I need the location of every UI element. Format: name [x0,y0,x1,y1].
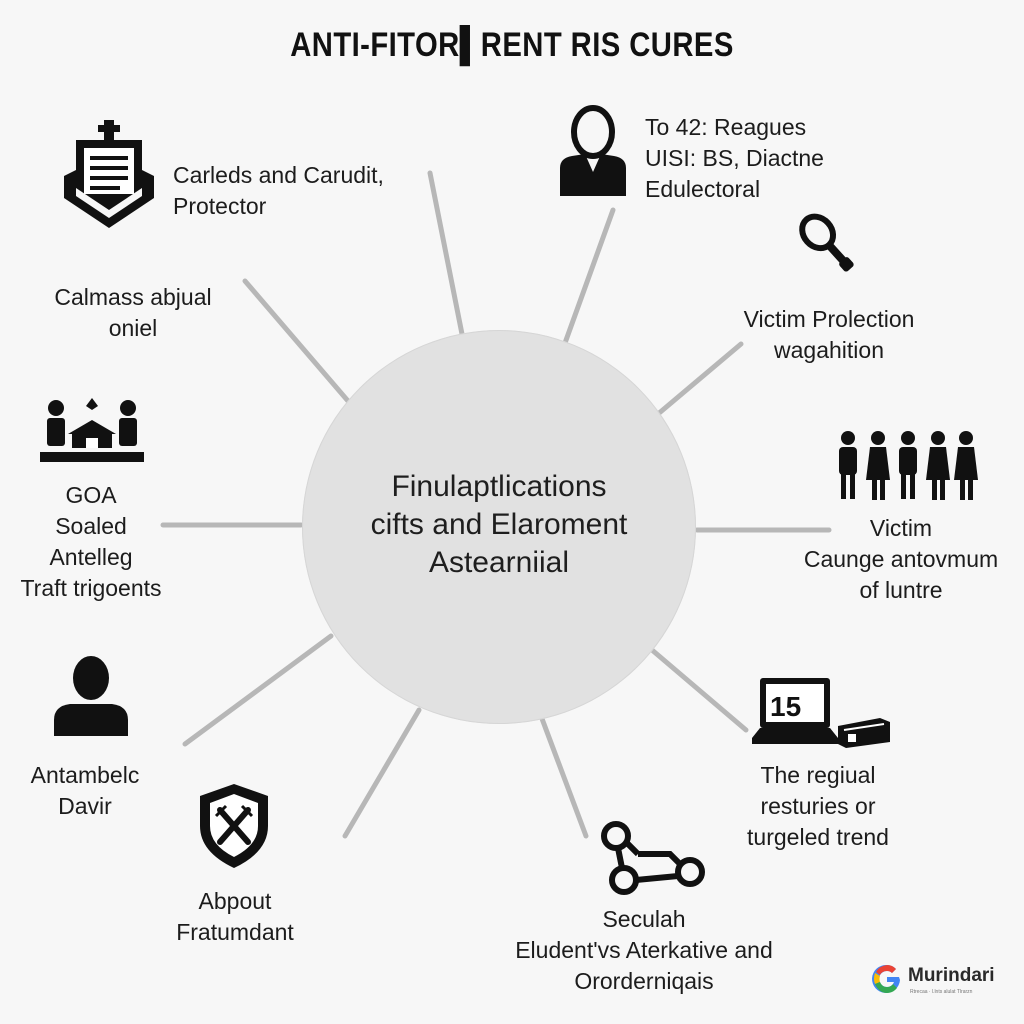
shield-swords-icon [196,782,272,870]
node-label-line: Eludent'vs Aterkative and [515,937,773,963]
person-icon [558,104,630,198]
node-label-line: Soaled [55,513,127,539]
spoke-line [182,633,334,747]
node-label: Abpout Fratumdant [150,886,320,948]
connected-nodes-icon [598,820,710,898]
node-label-line: Davir [58,793,112,819]
people-row-icon [834,430,982,502]
spoke-line [342,707,422,839]
node-label-line: Caunge antovmum [803,546,999,572]
node-label: The regiual resturies or turgeled trend [718,760,918,853]
node-label-line: Protector [173,193,267,219]
laptop-icon: 15 [752,676,894,752]
shield-document-icon [62,118,156,230]
node-label-line: Victim Prolection [743,306,915,332]
node-label: Carleds and Carudit, Protector [173,160,384,222]
node-label: Victim Prolection wagahition [719,304,939,366]
node-label-line: UISI: BS, Diactne [645,145,824,171]
person-bust-icon [52,654,130,738]
spoke-line [427,170,465,337]
node-label: GOA Soaled Antelleg Traft trigoents [3,480,179,604]
node-label-line: Traft trigoents [20,575,162,601]
central-label-line: Finulaptlications [391,470,607,503]
g-logo-icon [872,964,900,993]
node-label: Victim Caunge antovmum of luntre [790,513,1012,606]
node-label-line: The regiual [760,762,876,788]
laptop-screen-number: 15 [770,691,801,722]
node-label-line: Antambelc [30,762,140,788]
central-label: Finulaptlications cifts and Elaroment As… [312,468,686,582]
node-label-line: of luntre [859,577,943,603]
node-label: To 42: Reagues UISI: BS, Diactne Edulect… [645,112,824,205]
node-label-line: turgeled trend [747,824,889,850]
key-icon [796,210,862,280]
group-building-icon [40,396,144,466]
node-label: Calmass abjual oniel [43,282,223,344]
node-label-line: Abpout [198,888,272,914]
node-label-line: Seculah [602,906,686,932]
node-label-line: GOA [65,482,117,508]
central-circle [302,330,696,724]
node-label-line: To 42: Reagues [645,114,807,140]
spoke-line [649,647,749,733]
node-label-line: Fratumdant [176,919,294,945]
spoke-line [562,207,616,346]
node-label-line: Carleds and Carudit, [173,162,384,188]
central-label-line: cifts and Elaroment [370,508,628,541]
brand-name: Murindari [908,965,995,986]
node-label: Antambelc Davir [10,760,160,822]
spoke-line [242,278,351,404]
spoke-line [538,713,589,839]
page-title: ANTI-FITOR▌RENT RIS CURES [290,26,734,64]
node-label-line: Edulectoral [645,176,761,202]
node-label-line: oniel [108,315,158,341]
central-label-line: Astearniial [428,546,570,579]
node-label-line: Calmass abjual [54,284,212,310]
spoke-line [655,341,744,417]
brand-tagline: Rtrecaa · l.lnts alulat Tlrarzn [910,989,973,995]
node-label-line: Antelleg [49,544,133,570]
node-label-line: resturies or [760,793,876,819]
node-label-line: Victim [869,515,933,541]
node-label-line: wagahition [774,337,884,363]
node-label: Seculah Eludent'vs Aterkative and Ororde… [505,904,783,997]
node-label-line: Ororderniqais [574,968,714,994]
